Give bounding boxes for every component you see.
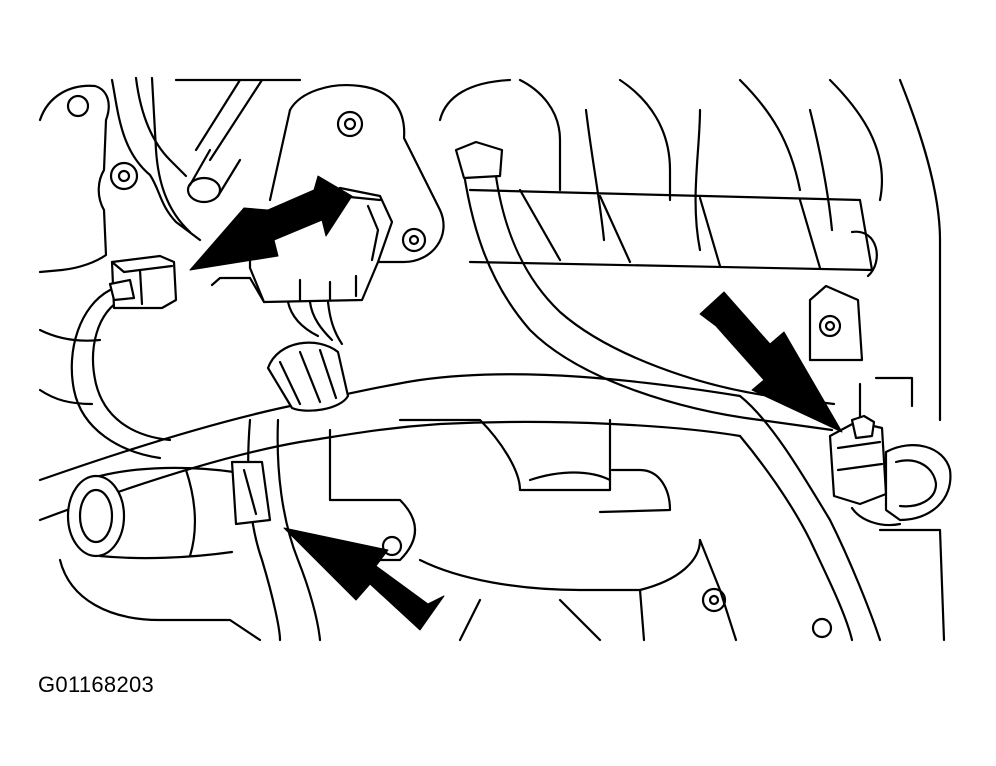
coolant-pipe bbox=[66, 460, 272, 560]
lower-engine-block bbox=[58, 418, 946, 642]
callout-arrow-right bbox=[699, 291, 843, 433]
wiring-harness bbox=[38, 140, 882, 642]
callout-arrow-top bbox=[189, 175, 353, 271]
intake-manifold bbox=[438, 78, 942, 422]
figure-id-label: G01168203 bbox=[38, 672, 155, 697]
callout-arrow-bottom bbox=[283, 527, 445, 631]
right-sensor-connector bbox=[828, 414, 952, 527]
mounting-bracket bbox=[268, 84, 445, 264]
engine-block-left bbox=[38, 76, 302, 406]
left-sensor-connector bbox=[108, 254, 178, 310]
